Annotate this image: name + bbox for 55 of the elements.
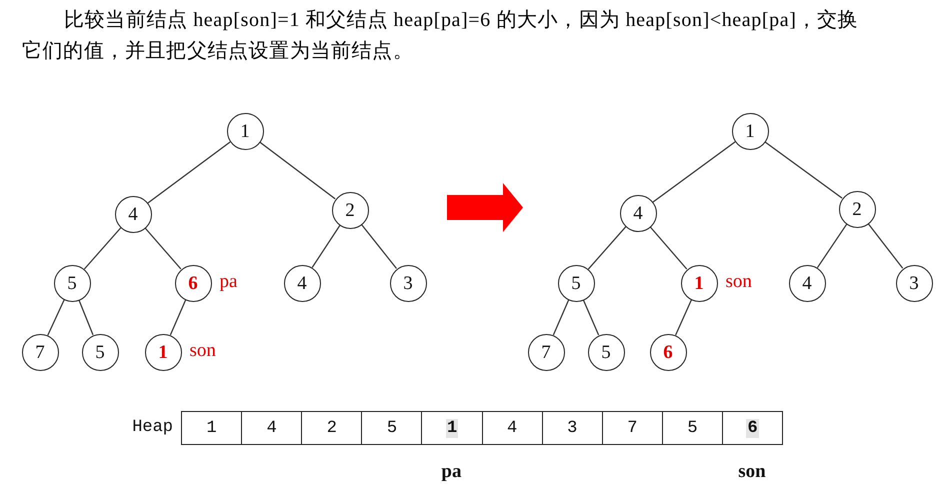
connector-line [148,142,230,204]
node-circle: 3 [896,264,932,302]
node-circle: 5 [588,334,624,370]
node-circle: 5 [82,334,118,370]
node-circle: 4 [114,196,152,232]
node-circle: 7 [22,334,58,370]
node-circle: 6 [650,334,686,370]
node-circle: 5 [54,264,90,302]
connector-line [361,224,397,269]
node-circle: 1 [732,112,768,150]
pointer-label: son [726,271,752,293]
connector-line [170,300,186,336]
node-circle: 1 [226,112,264,150]
connector-line [816,224,848,268]
connector-line [588,226,626,270]
array-cell: 6 [722,411,784,445]
connector-line [652,141,736,203]
connector-line [764,141,842,199]
pointer-label: son [738,461,766,483]
node-circle: 4 [788,264,826,302]
array-name: Heap [132,418,173,438]
connector-line [144,228,182,270]
node-circle: 7 [528,334,564,370]
node-circle: 3 [390,264,426,302]
connector-line [78,300,94,336]
connector-line [84,228,122,270]
array-cell: 2 [301,411,362,445]
node-circle: 2 [332,192,368,228]
connector-line [312,225,340,268]
node-circle: 1 [680,264,718,302]
node-circle: 4 [620,194,656,232]
array-cell: 1 [181,411,242,445]
description-text: 比较当前结点 heap[son]=1 和父结点 heap[pa]=6 的大小，因为 heap[son]<heap[pa]，交换它们的值，并且把父结点设置为当前结点。 [22,8,860,64]
node-circle: 5 [558,264,594,302]
node-circle: 6 [174,264,212,302]
pointer-label: pa [441,461,462,483]
array-cell: 4 [482,411,543,445]
connector-line [582,300,600,336]
connector-line [552,300,570,336]
array-cell: 5 [361,411,423,445]
array-cell: 4 [241,411,302,445]
connector-line [868,223,904,269]
connector-line [259,142,336,200]
connector-line [47,300,65,336]
pointer-label: pa [220,271,238,293]
node-circle: 1 [144,334,182,370]
array-cell: 3 [542,411,603,445]
node-circle: 2 [838,190,876,228]
array-cell: 5 [662,411,724,445]
connector-line [675,300,692,336]
array-cell: 1 [421,411,483,445]
pointer-label: son [190,340,216,362]
connector-line [650,226,688,270]
node-circle: 4 [284,264,320,302]
array-cell: 7 [602,411,663,445]
